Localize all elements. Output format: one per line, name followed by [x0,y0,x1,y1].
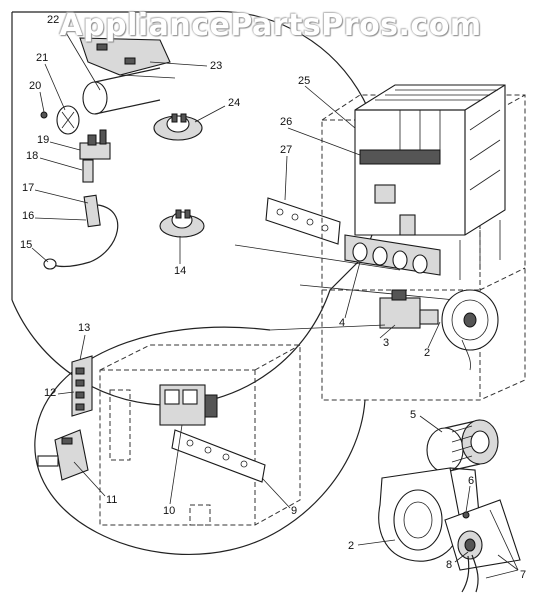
callout-2-lower: 2 [348,540,355,552]
igniter-part [79,129,111,183]
callout-25: 25 [298,75,311,87]
callout-2-upper: 2 [424,347,431,359]
manifold-bar-part [265,197,341,245]
callout-13: 13 [78,322,91,334]
terminal-block-part [71,355,93,417]
ignition-detail-circle [11,10,456,406]
callout-23: 23 [210,60,223,72]
terminal-strip-part [171,429,266,483]
callout-5: 5 [410,409,417,421]
burner-assembly [344,234,441,276]
callout-15: 15 [20,239,33,251]
callout-22: 22 [47,14,60,26]
gas-valve-part [379,289,439,329]
screw-part [40,111,48,119]
blower-wheel-part [426,419,499,473]
control-detail-circle [34,326,366,555]
callout-9: 9 [291,505,298,517]
callout-10: 10 [163,505,176,517]
callout-8: 8 [446,559,453,571]
callout-20: 20 [29,80,42,92]
leader-lines [31,25,519,579]
callout-17: 17 [22,182,35,194]
callout-14: 14 [174,265,187,277]
callout-11: 11 [106,494,118,506]
flame-sensor-part [43,194,119,270]
door-switch-part [37,429,89,481]
callout-7: 7 [520,569,527,581]
blower-housing-part [378,467,481,562]
callout-19: 19 [37,134,50,146]
callout-3: 3 [383,337,390,349]
burner-tube-part [56,67,161,135]
callout-26: 26 [280,116,293,128]
callout-12: 12 [44,387,57,399]
callout-18: 18 [26,150,39,162]
rollout-switch-part [159,209,205,238]
heat-exchanger [354,84,506,280]
callout-16: 16 [22,210,35,222]
callout-24: 24 [228,97,241,109]
callout-6: 6 [468,475,475,487]
callout-4: 4 [339,317,346,329]
burner-bracket-part [79,37,176,79]
watermark-logo: AppliancePartsPros.com [59,8,482,43]
callout-27: 27 [280,144,293,156]
relay-part [159,384,218,426]
limit-switch-part [153,113,203,141]
cabinet-blower [441,289,499,371]
control-box [99,344,301,526]
blower-motor-part [444,499,521,593]
callout-21: 21 [36,52,49,64]
